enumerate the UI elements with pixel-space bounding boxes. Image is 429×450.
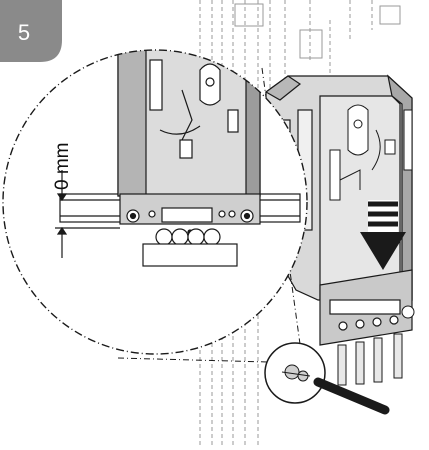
device-terminal-block	[319, 269, 413, 346]
step-badge: 5	[0, 0, 62, 62]
cable-clamps	[337, 305, 415, 386]
step-number: 5	[18, 20, 30, 45]
mechanism-details	[329, 104, 413, 201]
arrow-down-icon	[360, 232, 406, 270]
detail-origin	[264, 342, 326, 404]
magnifier-icon	[313, 377, 390, 415]
zoom-detail	[2, 49, 308, 355]
zoom-detail-outline	[2, 49, 308, 355]
dimension-label: 0 mm	[52, 143, 73, 191]
zoom-lower-plate	[142, 243, 238, 267]
insertion-arrow	[360, 200, 406, 270]
background-top-blocks	[234, 3, 401, 59]
